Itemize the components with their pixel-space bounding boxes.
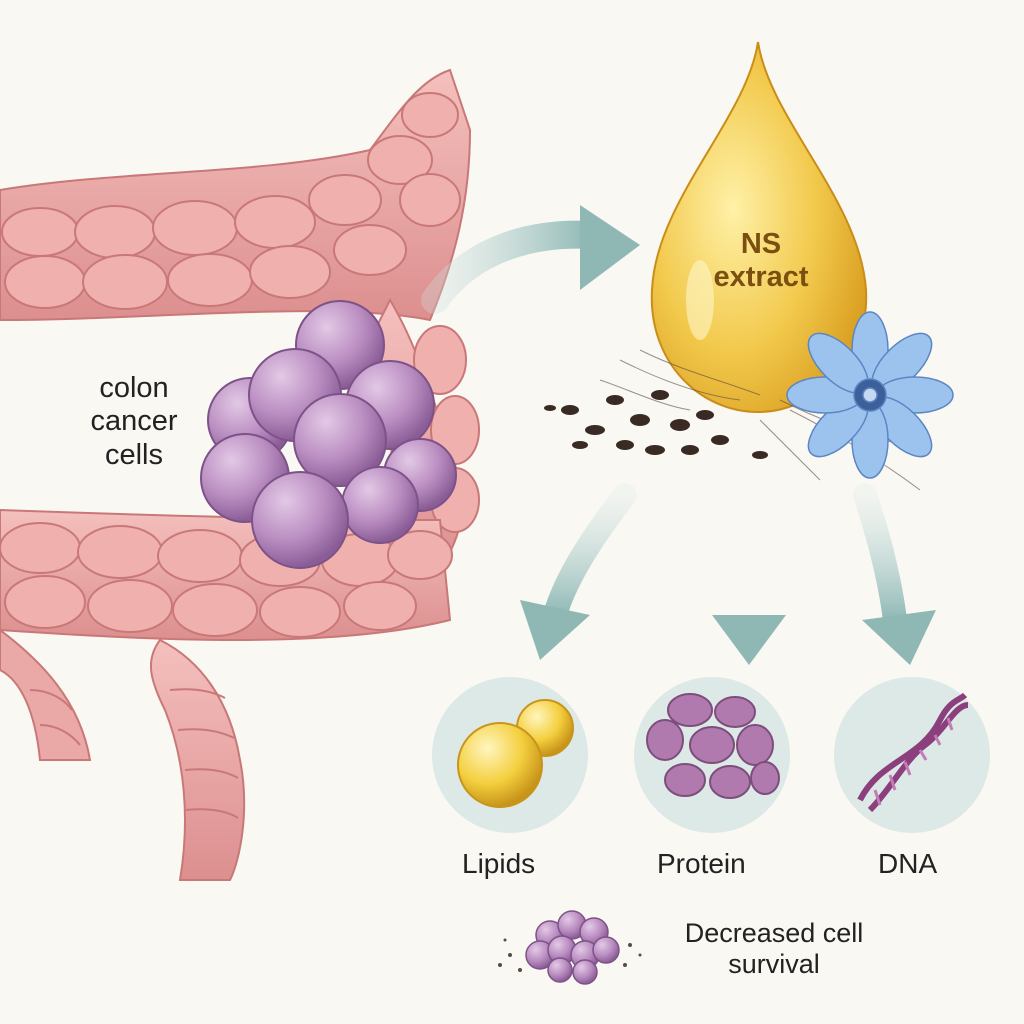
arrow-to-extract: [421, 205, 640, 314]
decreased-cell-survival-label-line1: Decreased cell: [684, 918, 864, 948]
ns-extract-label-line1: NS: [740, 228, 782, 260]
arrow-to-protein: [712, 483, 786, 665]
colon-cancer-cells-label: colon cancer cells: [78, 372, 190, 472]
decreased-cell-survival-label: Decreased cell survival: [664, 918, 884, 980]
colon-cancer-cells-label-line3: cells: [104, 438, 163, 471]
colon-cancer-cells-label-line2: cancer: [90, 405, 178, 438]
decreased-cell-survival-label-line2: survival: [728, 949, 820, 980]
ns-extract-label: NS extract: [676, 228, 846, 295]
lipids-label: Lipids: [462, 848, 536, 879]
protein-panel: [634, 677, 790, 833]
dna-label: DNA: [878, 848, 938, 879]
protein-label: Protein: [657, 848, 746, 879]
dna-panel: [834, 677, 990, 833]
ns-extract-droplet: [650, 41, 868, 414]
black-seeds: [544, 390, 768, 459]
ns-extract-label-line2: extract: [713, 261, 809, 294]
lipids-panel: [432, 677, 588, 833]
arrow-to-dna: [853, 483, 936, 665]
tumor-cell-cluster: [200, 300, 457, 569]
nigella-flower: [786, 311, 954, 479]
arrow-to-lipids: [520, 483, 637, 660]
dying-cell-cluster: [498, 910, 642, 985]
colon-cancer-cells-label-line1: colon: [99, 372, 169, 404]
